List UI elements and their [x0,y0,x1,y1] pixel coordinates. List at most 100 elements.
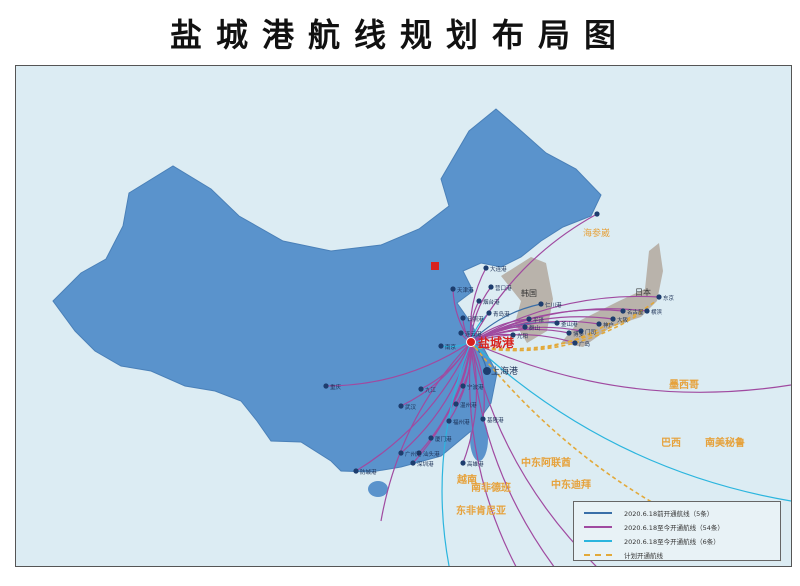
country-label-japan: 日本 [635,287,651,297]
port-marker[interactable] [460,383,466,389]
legend-swatch [584,511,612,514]
port-marker[interactable] [596,321,602,327]
planned-route-line [470,300,657,350]
korea-landmass [501,257,553,343]
port-marker[interactable] [398,403,404,409]
port-marker[interactable] [538,301,544,307]
port-label: 高雄港 [467,460,484,468]
legend-item: 2020.6.18至今开通航线（54条） [584,520,780,533]
port-marker[interactable] [450,286,456,292]
route-line [325,341,472,387]
route-line [470,334,576,344]
port-marker[interactable] [458,330,464,336]
port-label: 南京 [445,343,457,351]
port-label: 烟台港 [483,298,500,306]
port-label: 天津港 [457,286,474,294]
port-label: 防城港 [360,468,377,476]
legend-label: 2020.6.18前开通航线（5条） [624,509,714,518]
port-label: 大阪 [617,316,629,324]
taiwan-landmass [470,417,488,461]
port-label: 日照港 [467,315,484,323]
hub-marker-icon[interactable] [466,337,476,347]
port-marker[interactable] [488,284,494,290]
port-marker[interactable] [438,343,444,349]
destination-label: 中东阿联酋 [521,456,571,469]
port-label: 广州港 [405,450,422,458]
map-title: 盐城港航线规划布局图 [169,16,630,54]
port-marker[interactable] [644,308,650,314]
destination-label: 南美秘鲁 [705,436,745,449]
port-marker[interactable] [323,383,329,389]
port-marker[interactable] [522,324,528,330]
port-marker[interactable] [480,416,486,422]
destination-label: 越南 [456,473,477,486]
destination-route-line [470,341,555,566]
route-line [462,341,478,464]
route-line [470,328,570,343]
port-marker[interactable] [566,330,572,336]
port-label: 大连港 [490,265,507,273]
port-marker[interactable] [428,435,434,441]
port-label: 青岛港 [493,310,510,318]
port-label: 宁波港 [467,383,484,391]
port-label: 博多 [573,330,585,338]
legend-swatch [584,525,612,528]
route-line [470,213,598,343]
destination-route-line [468,341,517,566]
route-line [470,341,485,420]
legend-label: 2020.6.18至今开通航线（54条） [624,523,724,532]
port-marker[interactable] [398,450,404,456]
port-label: 釜山港 [561,320,578,328]
port-label: 仁川港 [545,301,562,309]
port-label: 重庆 [330,383,342,391]
legend-label: 计划开通航线 [624,551,663,560]
port-marker[interactable] [483,265,489,271]
route-line [470,286,492,343]
route-line [470,318,530,343]
port-marker[interactable] [656,294,662,300]
port-marker[interactable] [510,332,516,338]
planned-route-line [470,320,614,352]
port-marker[interactable] [418,386,424,392]
destination-labels: 墨西哥巴西南美秘鲁中东阿联酋中东迪拜南非德班越南东非肯尼亚 [456,379,745,517]
port-marker[interactable] [554,320,560,326]
route-line [355,341,472,472]
route-line [400,341,472,454]
port-marker[interactable] [486,310,492,316]
port-marker[interactable] [460,460,466,466]
port-label: 海参崴 [583,227,610,239]
port-marker[interactable] [416,450,422,456]
route-line [420,341,472,390]
legend-swatch [584,539,612,542]
port-marker[interactable] [353,468,359,474]
port-marker[interactable] [526,316,532,322]
port-marker[interactable] [460,315,466,321]
route-map: 上海港大连港天津港营口港青岛港日照港连云港烟台港南京武汉重庆九江宁波港温州港福州… [15,65,792,567]
port-marker[interactable] [572,340,578,346]
port-marker[interactable] [610,316,616,322]
port-marker[interactable] [453,401,459,407]
port-marker[interactable] [594,211,600,217]
port-marker[interactable] [476,298,482,304]
route-line [470,295,660,343]
port-label: 营口港 [495,284,512,292]
japan-landmass [561,243,663,347]
hainan-landmass [368,481,388,497]
port-marker[interactable] [410,460,416,466]
destination-route-line [441,341,472,566]
route-line [470,308,648,343]
route-line [470,303,542,343]
port-marker[interactable] [446,418,452,424]
port-label: 深圳港 [417,460,434,468]
port-label: 连云港 [465,330,482,338]
port-marker[interactable] [620,308,626,314]
port-marker[interactable] [483,367,491,375]
port-label: 平泽 [533,316,545,324]
china-landmass [52,108,602,473]
port-marker[interactable] [578,328,584,334]
destination-label: 墨西哥 [669,379,699,391]
legend-label: 2020.6.18至今开通航线（6条） [624,537,720,546]
destination-route-line [380,341,472,522]
country-label-korea: 韩国 [521,288,537,298]
port-label: 群山 [529,324,540,332]
